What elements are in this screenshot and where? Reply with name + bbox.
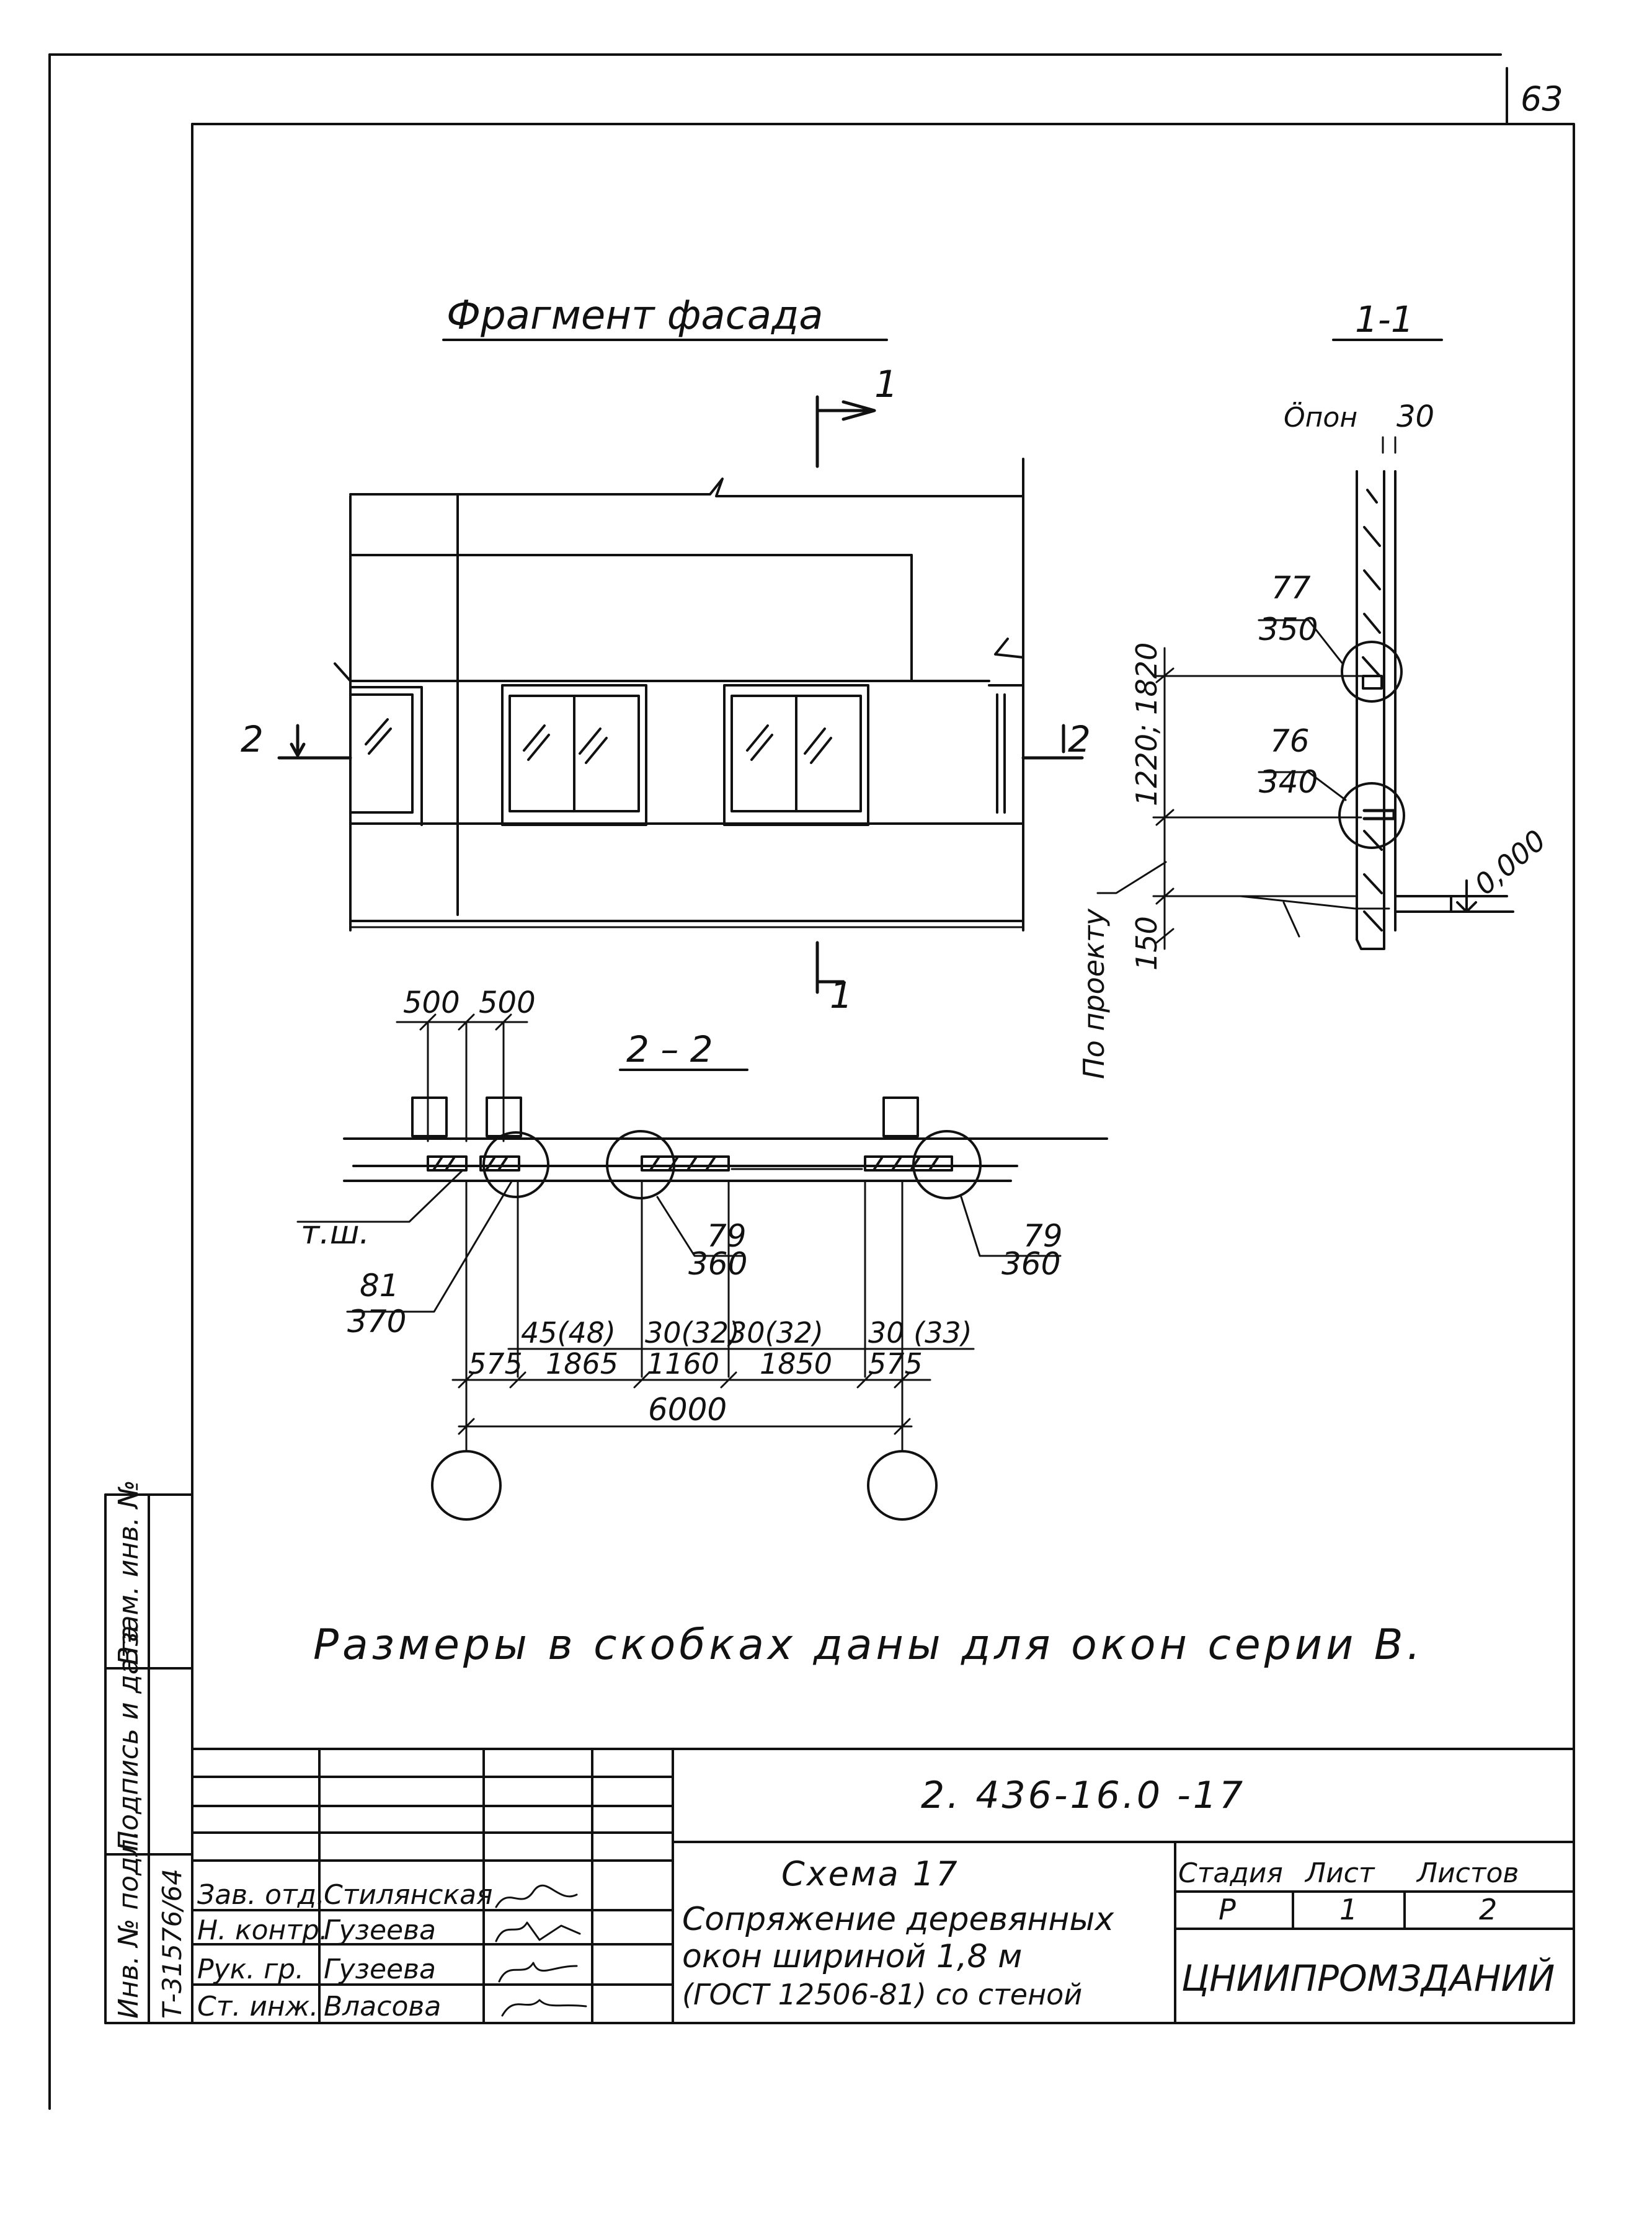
window-right-partial bbox=[988, 684, 1024, 814]
organization: ЦНИИПРОМЗДАНИЙ bbox=[1181, 1957, 1555, 1999]
sheets-header: Листов bbox=[1416, 1857, 1519, 1889]
section-cut-left bbox=[277, 724, 352, 760]
description-line-1: Сопряжение деревянных bbox=[682, 1901, 1114, 1938]
window-1 bbox=[501, 684, 647, 826]
node-79-right-number: 79 bbox=[1023, 1218, 1063, 1254]
facade-fragment: Фрагмент фасада 1 1 2 2 bbox=[241, 293, 1091, 1016]
stamp-inv-repl: Взам. инв. № bbox=[113, 1480, 144, 1665]
staff-name-3: Власова bbox=[324, 1991, 441, 2022]
section-cut-bottom-label: 1 bbox=[830, 974, 853, 1016]
lower-dim-0: 575 bbox=[468, 1347, 523, 1381]
node-76-sheet: 340 bbox=[1259, 764, 1318, 800]
upper-dim-3: 30 (33) bbox=[868, 1316, 972, 1350]
scheme-label: Схема 17 bbox=[781, 1854, 959, 1893]
pier-dim-2: 500 bbox=[479, 985, 536, 1020]
stamp-inv-value: Т-31576/64 bbox=[157, 1869, 187, 2019]
section-cut-right-label: 2 bbox=[1068, 718, 1091, 760]
staff-name-0: Стилянская bbox=[324, 1879, 493, 1911]
staff-role-3: Ст. инж. bbox=[197, 1991, 318, 2022]
sill-element-bottom bbox=[1362, 809, 1396, 821]
per-project-note: По проекту bbox=[1077, 908, 1111, 1079]
facade-title: Фрагмент фасада bbox=[446, 293, 824, 339]
section-cut-top-label: 1 bbox=[874, 363, 898, 406]
staff-role-0: Зав. отд. bbox=[197, 1879, 325, 1911]
window-2 bbox=[723, 684, 869, 826]
sheet-value: 1 bbox=[1339, 1893, 1357, 1926]
node-79-mid-number: 79 bbox=[707, 1218, 747, 1254]
sill-element-top bbox=[1362, 675, 1383, 690]
node-79-mid-sheet: 360 bbox=[688, 1246, 747, 1282]
upper-dim-2: 30(32) bbox=[729, 1316, 824, 1350]
section-cut-top bbox=[815, 395, 876, 468]
node-callout-79-mid bbox=[606, 1130, 675, 1199]
staff-role-1: Н. контр. bbox=[197, 1915, 328, 1946]
slope-label: Öпон bbox=[1284, 401, 1357, 434]
node-callout-79-right bbox=[912, 1130, 982, 1199]
node-81-number: 81 bbox=[360, 1268, 399, 1304]
pier-dimension-lines bbox=[396, 1013, 528, 1142]
axis-bubble-left bbox=[431, 1450, 502, 1521]
node-76-number: 76 bbox=[1270, 723, 1310, 759]
node-callout-81 bbox=[482, 1131, 549, 1198]
section-1-1-title: 1-1 bbox=[1355, 298, 1414, 340]
stage-header: Стадия bbox=[1178, 1857, 1283, 1889]
lower-dim-1: 1865 bbox=[546, 1347, 618, 1381]
section-cut-left-label: 2 bbox=[241, 718, 264, 760]
staff-name-1: Гузеева bbox=[324, 1915, 436, 1946]
facade-windows bbox=[349, 684, 1024, 826]
side-stamp: Взам. инв. № Подпись и дата Инв. № подл.… bbox=[104, 1480, 193, 2024]
level-mark: 0,000 bbox=[1468, 823, 1552, 901]
lower-dim-2: 1160 bbox=[647, 1347, 719, 1381]
section-2-2-title: 2 – 2 bbox=[626, 1028, 713, 1070]
slope-value: 30 bbox=[1397, 399, 1434, 434]
section-1-1: 1-1 Öпон 30 77 350 76 340 bbox=[1077, 298, 1552, 1079]
section-cut-bottom bbox=[815, 941, 845, 994]
upper-dim-0: 45(48) bbox=[521, 1316, 616, 1350]
title-block: 2. 436-16.0 -17 Схема 17 Сопряжение дере… bbox=[191, 1748, 1575, 2024]
node-callout-77 bbox=[1341, 641, 1403, 703]
section-2-2-leaders bbox=[296, 1170, 1062, 1313]
axis-bubble-right bbox=[867, 1450, 938, 1521]
node-callout-76 bbox=[1338, 782, 1405, 849]
height-dimension: 1220; 1820 bbox=[1130, 643, 1163, 806]
sheet-header: Лист bbox=[1304, 1857, 1375, 1889]
node-77-sheet: 350 bbox=[1259, 612, 1318, 647]
node-77-number: 77 bbox=[1271, 570, 1311, 606]
sheets-value: 2 bbox=[1479, 1893, 1497, 1926]
description-line-3: (ГОСТ 12506-81) со стеной bbox=[682, 1978, 1082, 2011]
tsh-label: т.ш. bbox=[301, 1214, 370, 1252]
description-line-2: окон шириной 1,8 м bbox=[682, 1938, 1022, 1975]
section-2-2: 2 – 2 500 500 т.ш. 81 bbox=[296, 985, 1108, 1521]
staff-role-2: Рук. гр. bbox=[197, 1954, 304, 1985]
stamp-signature: Подпись и дата bbox=[113, 1625, 144, 1851]
node-79-right-sheet: 360 bbox=[1001, 1246, 1060, 1282]
facade-outline bbox=[334, 458, 1024, 932]
upper-dim-1: 30(32) bbox=[645, 1316, 740, 1350]
lower-dim-3: 1850 bbox=[760, 1347, 832, 1381]
total-dim: 6000 bbox=[648, 1392, 727, 1428]
section-2-2-wall bbox=[343, 1096, 1108, 1182]
lower-dim-4: 575 bbox=[868, 1347, 923, 1381]
section-2-2-dimension-lines bbox=[451, 1180, 975, 1452]
node-81-sheet: 370 bbox=[347, 1304, 406, 1340]
series-note: Размеры в скобках даны для окон серии В. bbox=[313, 1621, 1424, 1670]
section-1-1-dimension-lines bbox=[1096, 647, 1390, 950]
sheet-number: 63 bbox=[1521, 79, 1563, 118]
sheet-frame bbox=[48, 53, 1575, 2110]
section-cut-right bbox=[1021, 724, 1084, 760]
base-dimension: 150 bbox=[1130, 916, 1163, 971]
staff-name-2: Гузеева bbox=[324, 1954, 436, 1985]
handwritten-signatures bbox=[495, 1884, 587, 2017]
window-left-partial bbox=[349, 686, 423, 826]
pier-dim-1: 500 bbox=[403, 985, 460, 1020]
document-code: 2. 436-16.0 -17 bbox=[921, 1774, 1245, 1817]
stage-value: Р bbox=[1219, 1893, 1236, 1926]
section-1-1-wall bbox=[1356, 470, 1514, 950]
level-arrow bbox=[1456, 879, 1477, 913]
stamp-inv-orig: Инв. № подл. bbox=[113, 1830, 144, 2019]
